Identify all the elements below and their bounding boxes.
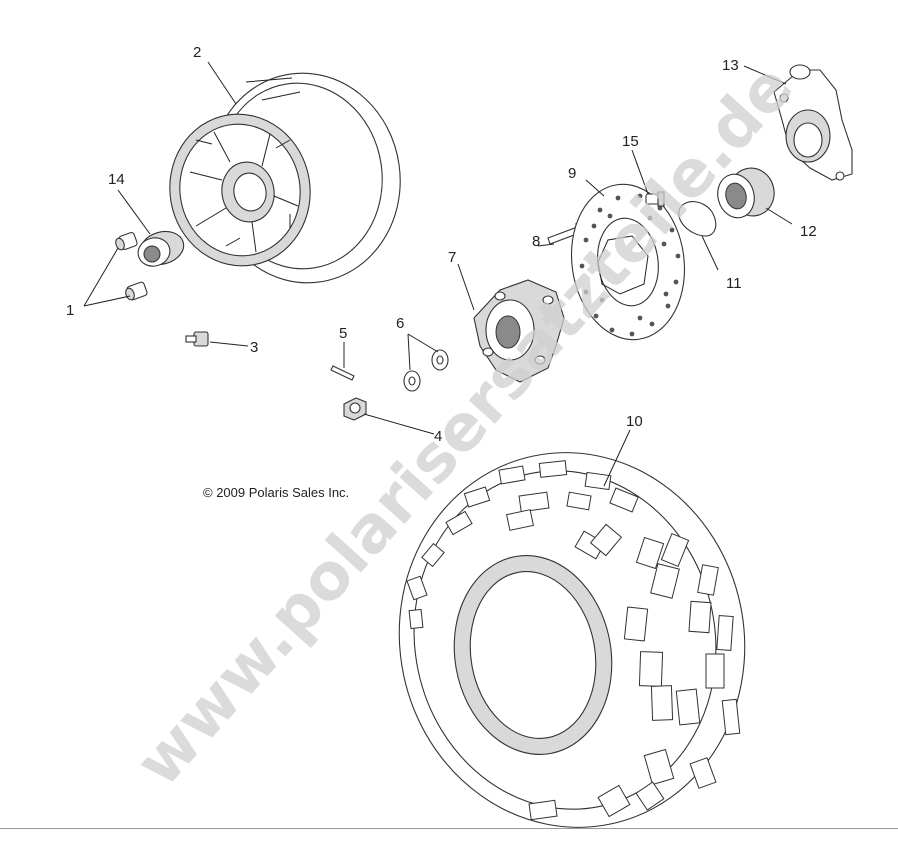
leader-lines bbox=[83, 61, 793, 487]
retaining-ring bbox=[678, 201, 717, 237]
callout-2: 2 bbox=[193, 44, 201, 61]
callout-11: 11 bbox=[726, 275, 742, 292]
callout-5: 5 bbox=[339, 325, 347, 342]
cotter-pin bbox=[330, 365, 355, 381]
tire bbox=[398, 452, 746, 828]
callout-9: 9 bbox=[568, 165, 576, 182]
callout-8: 8 bbox=[532, 233, 540, 250]
tire-tread bbox=[406, 460, 741, 821]
washers bbox=[403, 349, 449, 392]
callout-13: 13 bbox=[722, 57, 739, 74]
wheel-hub bbox=[473, 279, 565, 383]
callout-10: 10 bbox=[626, 413, 643, 430]
wheel-rim bbox=[169, 72, 401, 284]
steering-knuckle bbox=[773, 64, 853, 181]
copyright-notice: © 2009 Polaris Sales Inc. bbox=[203, 485, 349, 500]
callout-14: 14 bbox=[108, 171, 125, 188]
lug-bolt bbox=[185, 331, 209, 347]
callout-6: 6 bbox=[396, 315, 404, 332]
bolt-15 bbox=[645, 191, 665, 207]
callout-4: 4 bbox=[434, 428, 442, 445]
callout-15: 15 bbox=[622, 133, 639, 150]
callout-7: 7 bbox=[448, 249, 456, 266]
castle-nut bbox=[343, 397, 367, 421]
callout-labels: 1 2 3 4 5 6 7 8 9 10 11 12 13 14 15 bbox=[66, 44, 817, 445]
brake-disc bbox=[570, 183, 686, 341]
callout-1: 1 bbox=[66, 302, 74, 319]
bottom-divider bbox=[0, 828, 898, 829]
callout-12: 12 bbox=[800, 223, 817, 240]
wheel-bearing-12 bbox=[717, 167, 775, 219]
callout-3: 3 bbox=[250, 339, 258, 356]
wheel-bearing-14 bbox=[137, 230, 185, 267]
